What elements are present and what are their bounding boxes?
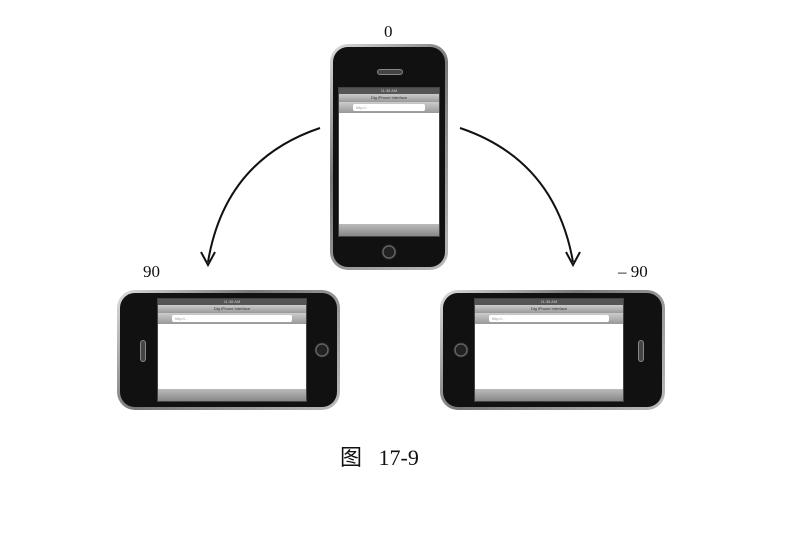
speaker-icon	[638, 340, 644, 362]
url-bar: http://...	[339, 102, 439, 113]
home-button-icon	[313, 341, 331, 359]
angle-label-minus-90: – 90	[618, 262, 648, 281]
angle-label-90: 90	[143, 262, 160, 281]
phone-screen: 11:38 AM Dig iPhone Interface http://...	[338, 87, 440, 237]
status-bar: 11:38 AM	[339, 88, 439, 94]
caption-number: 17-9	[378, 445, 419, 470]
page-title: Dig iPhone Interface	[158, 305, 306, 313]
page-title: Dig iPhone Interface	[475, 305, 623, 313]
speaker-icon	[377, 69, 403, 75]
phone-screen: 11:38 AM Dig iPhone Interface http://...	[157, 298, 307, 402]
toolbar	[158, 389, 306, 401]
figure-caption: 图 17-9	[340, 440, 419, 472]
angle-label-0: 0	[384, 22, 393, 41]
home-button-icon	[380, 243, 398, 261]
iphone-landscape-minus-90: 11:38 AM Dig iPhone Interface http://...	[440, 290, 665, 410]
toolbar	[339, 224, 439, 236]
speaker-icon	[140, 340, 146, 362]
arrow-left	[207, 127, 321, 263]
home-button-icon	[452, 341, 470, 359]
phone-screen: 11:38 AM Dig iPhone Interface http://...	[474, 298, 624, 402]
url-field: http://...	[172, 315, 292, 322]
iphone-landscape-90: 11:38 AM Dig iPhone Interface http://...	[117, 290, 340, 410]
status-bar: 11:38 AM	[158, 299, 306, 305]
caption-prefix: 图	[340, 445, 363, 470]
iphone-portrait: 11:38 AM Dig iPhone Interface http://...	[330, 44, 448, 270]
url-bar: http://...	[475, 313, 623, 324]
arrow-right	[459, 127, 574, 263]
toolbar	[475, 389, 623, 401]
url-field: http://...	[353, 104, 425, 111]
status-bar: 11:38 AM	[475, 299, 623, 305]
url-field: http://...	[489, 315, 609, 322]
page-title: Dig iPhone Interface	[339, 94, 439, 102]
url-bar: http://...	[158, 313, 306, 324]
